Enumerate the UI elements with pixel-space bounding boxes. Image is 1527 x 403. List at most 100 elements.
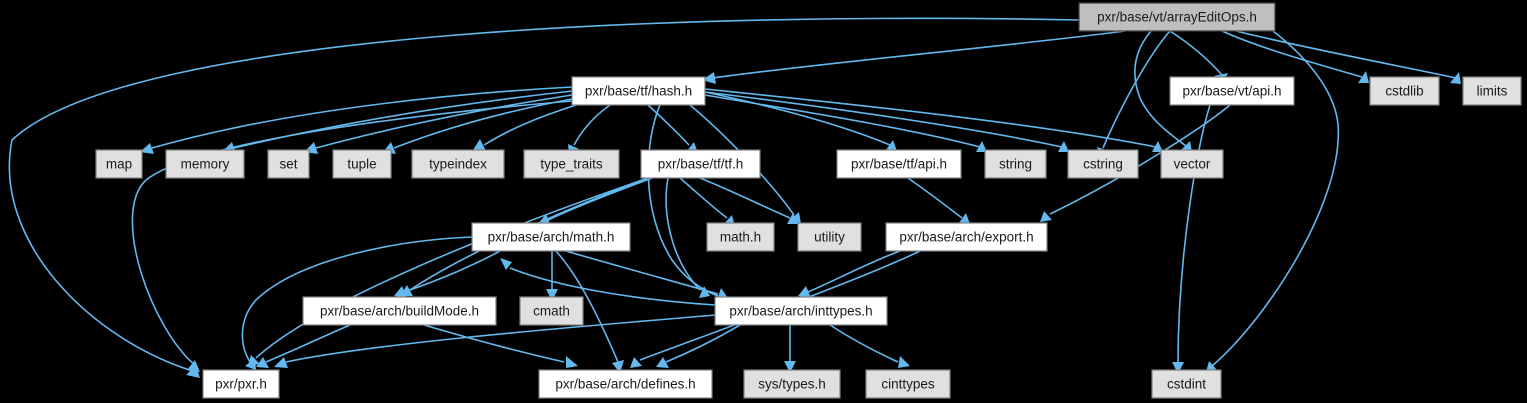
node-mathh[interactable]: math.h: [706, 222, 775, 252]
arrowhead-arrayEditOps-to-cstdlib: [1358, 71, 1369, 83]
arrowhead-arrayEditOps-to-cstdint: [1206, 361, 1217, 372]
node-map[interactable]: map: [95, 149, 143, 179]
node-arrayEditOps[interactable]: pxr/base/vt/arrayEditOps.h: [1078, 2, 1276, 32]
node-box-tuple[interactable]: [332, 149, 392, 179]
node-cstdint[interactable]: cstdint: [1151, 369, 1222, 399]
edge-arrayEditOps-to-hash: [711, 30, 1126, 79]
edge-tftf-to-archmath: [547, 177, 653, 221]
arrowhead-arrayEditOps-to-vector: [1181, 141, 1192, 152]
node-defines[interactable]: pxr/base/arch/defines.h: [538, 369, 713, 399]
node-set[interactable]: set: [267, 149, 310, 179]
arrowhead-buildMode-to-defines: [566, 356, 578, 368]
node-box-cstdint[interactable]: [1151, 369, 1222, 399]
node-pxrpxr[interactable]: pxr/pxr.h: [202, 369, 280, 399]
arrowhead-hash-to-vector: [1152, 141, 1163, 152]
edge-hash-to-string: [704, 94, 981, 148]
node-hash[interactable]: pxr/base/tf/hash.h: [571, 76, 706, 106]
edge-buildMode-to-pxrpxr: [265, 324, 351, 363]
node-box-vtapi[interactable]: [1169, 76, 1295, 106]
edge-archmath-to-pxrpxr: [241, 236, 473, 363]
arrowhead-archmath-to-cmath: [546, 289, 558, 301]
arrowhead-inttypes-to-pxrpxr: [274, 357, 288, 368]
node-vector[interactable]: vector: [1160, 149, 1224, 179]
arrowhead-hash-to-typeindex: [473, 139, 486, 151]
arrowhead-hash-to-map: [140, 143, 154, 154]
node-inttypes[interactable]: pxr/base/arch/inttypes.h: [714, 296, 888, 326]
arrowhead-buildMode-to-pxrpxr: [256, 357, 269, 368]
edge-hash-to-cstring: [704, 91, 1063, 148]
node-box-pxrpxr[interactable]: [202, 369, 280, 399]
node-tftf[interactable]: pxr/base/tf/tf.h: [640, 149, 761, 179]
node-export[interactable]: pxr/base/arch/export.h: [885, 222, 1048, 252]
node-box-arrayEditOps[interactable]: [1078, 2, 1276, 32]
node-box-set[interactable]: [267, 149, 310, 179]
node-box-inttypes[interactable]: [714, 296, 888, 326]
edge-archmath-to-buildMode: [403, 250, 501, 293]
node-box-tftf[interactable]: [640, 149, 761, 179]
node-typeindex[interactable]: typeindex: [411, 149, 505, 179]
arrowhead-inttypes-to-cinttypes: [898, 356, 910, 368]
arrowhead-export-to-inttypes: [798, 286, 811, 298]
node-box-tfapi[interactable]: [836, 149, 962, 179]
node-box-cmath[interactable]: [519, 296, 584, 326]
node-memory[interactable]: memory: [165, 149, 245, 179]
node-box-map[interactable]: [95, 149, 143, 179]
node-cmath[interactable]: cmath: [519, 296, 584, 326]
node-box-export[interactable]: [885, 222, 1048, 252]
arrowhead-hash-to-pxrpxr: [187, 360, 200, 372]
node-box-limits[interactable]: [1462, 76, 1522, 106]
node-box-cstdlib[interactable]: [1369, 76, 1440, 106]
edge-arrayEditOps-to-cstring: [1102, 30, 1171, 149]
arrowhead-tfapi-to-export: [959, 213, 970, 224]
edge-archmath-to-inttypes: [565, 250, 719, 295]
node-tfapi[interactable]: pxr/base/tf/api.h: [836, 149, 962, 179]
node-box-vector[interactable]: [1160, 149, 1224, 179]
edge-tfapi-to-export: [907, 177, 963, 219]
edge-tftf-to-utility: [699, 177, 791, 219]
node-systypes[interactable]: sys/types.h: [743, 369, 841, 399]
arrowhead-hash-to-string: [976, 141, 987, 152]
node-box-defines[interactable]: [538, 369, 713, 399]
node-box-cinttypes[interactable]: [865, 369, 951, 399]
edge-hash-to-vector: [704, 88, 1157, 148]
arrowhead-hash-to-cstring: [1058, 141, 1069, 152]
node-tuple[interactable]: tuple: [332, 149, 392, 179]
node-utility[interactable]: utility: [797, 222, 862, 252]
edge-hash-to-type_traits: [573, 104, 611, 146]
arrowhead-tftf-to-inttypes: [699, 286, 710, 298]
arrowhead-arrayEditOps-to-limits: [1450, 72, 1461, 84]
node-archmath[interactable]: pxr/base/arch/math.h: [471, 222, 631, 252]
edge-tftf-to-pxrpxr: [255, 177, 649, 359]
node-box-typeindex[interactable]: [411, 149, 505, 179]
node-box-string[interactable]: [984, 149, 1047, 179]
arrowhead-vtapi-to-cstdint: [1172, 362, 1184, 374]
node-box-utility[interactable]: [797, 222, 862, 252]
node-type_traits[interactable]: type_traits: [523, 149, 620, 179]
node-cinttypes[interactable]: cinttypes: [865, 369, 951, 399]
node-box-systypes[interactable]: [743, 369, 841, 399]
edge-hash-to-pxrpxr: [131, 100, 573, 367]
node-box-memory[interactable]: [165, 149, 245, 179]
edge-vtapi-to-export: [1049, 104, 1231, 215]
edge-hash-to-map: [151, 86, 573, 149]
node-vtapi[interactable]: pxr/base/vt/api.h: [1169, 76, 1295, 106]
edge-arrayEditOps-to-limits: [1235, 30, 1457, 79]
node-limits[interactable]: limits: [1462, 76, 1522, 106]
node-box-cstring[interactable]: [1067, 149, 1139, 179]
edge-inttypes-to-defines: [665, 324, 741, 363]
node-box-type_traits[interactable]: [523, 149, 620, 179]
edge-arrayEditOps-to-vector: [1134, 30, 1187, 147]
node-box-hash[interactable]: [571, 76, 706, 106]
node-cstdlib[interactable]: cstdlib: [1369, 76, 1440, 106]
node-buildMode[interactable]: pxr/base/arch/buildMode.h: [302, 296, 497, 326]
node-string[interactable]: string: [984, 149, 1047, 179]
node-cstring[interactable]: cstring: [1067, 149, 1139, 179]
arrowhead-inttypes-to-systypes: [784, 361, 796, 373]
edge-arrayEditOps-to-vtapi: [1169, 30, 1223, 76]
node-box-buildMode[interactable]: [302, 296, 497, 326]
arrowhead-archmath-to-pxrpxr: [245, 358, 256, 370]
edge-arrayEditOps-to-cstdlib: [1221, 30, 1363, 78]
node-box-mathh[interactable]: [706, 222, 775, 252]
node-box-archmath[interactable]: [471, 222, 631, 252]
